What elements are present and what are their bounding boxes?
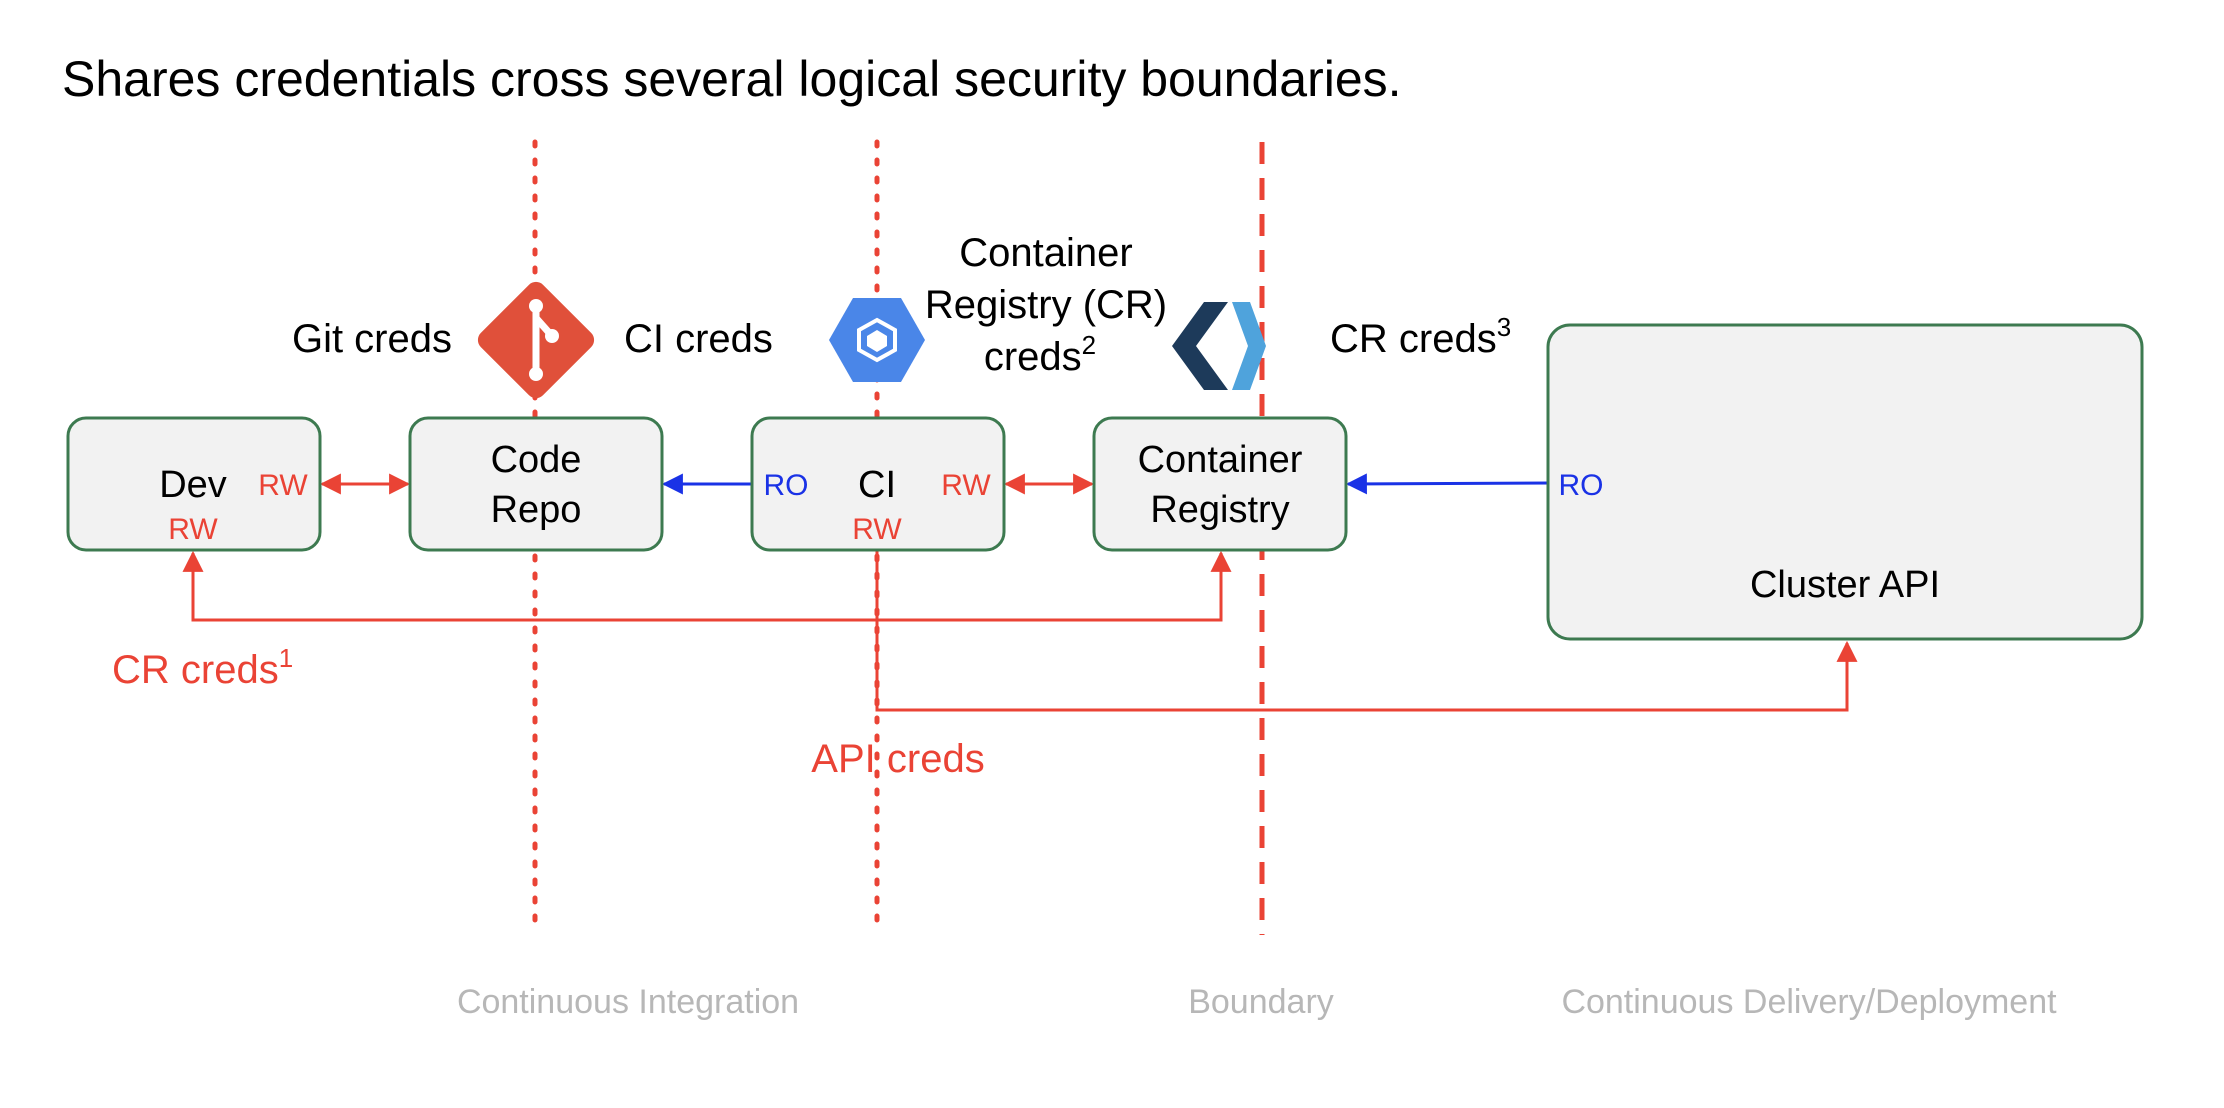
zone-continuous-delivery: Continuous Delivery/Deployment: [1561, 983, 2057, 1021]
api-creds-label: API creds: [811, 737, 984, 781]
ci-node: CI RO RW RW: [750, 416, 1006, 552]
dev-node: Dev RW RW: [66, 416, 322, 552]
ci-label: CI: [858, 464, 896, 506]
code-repo-node: Code Repo: [408, 416, 664, 552]
gcp-cloud-build-icon: [829, 298, 925, 382]
cr-creds-right-label: CR creds3: [1330, 312, 1511, 361]
ci-ro-left: RO: [764, 469, 809, 502]
cr-creds-label-line1: Container: [959, 231, 1132, 275]
cluster-registry-arrow: [1345, 473, 1553, 495]
footnote-3: 3: [1497, 312, 1511, 342]
container-registry-label-line1: Container: [1138, 439, 1303, 481]
ci-rw-right: RW: [941, 469, 991, 502]
cr-creds-label-line2: Registry (CR): [925, 283, 1167, 327]
git-creds-label: Git creds: [292, 317, 452, 361]
dev-registry-cr-creds-path: [182, 550, 1232, 622]
code-repo-label-line1: Code: [491, 439, 582, 481]
harbor-registry-icon: [1172, 302, 1266, 390]
cluster-api-node: RO Cluster API: [1546, 323, 2144, 641]
dev-label: Dev: [159, 464, 227, 506]
ci-creds-label: CI creds: [624, 317, 773, 361]
ci-cluster-api-creds-path: [875, 549, 1858, 712]
dev-rw-right: RW: [258, 469, 308, 502]
zone-boundary: Boundary: [1188, 983, 1334, 1021]
cr-creds-bottom-label: CR creds1: [112, 643, 293, 692]
code-repo-label-line2: Repo: [491, 489, 582, 531]
ci-rw-bottom: RW: [852, 513, 902, 546]
container-registry-label-line2: Registry: [1150, 489, 1289, 531]
cluster-api-ro-left: RO: [1559, 469, 1604, 502]
page-title: Shares credentials cross several logical…: [62, 51, 1402, 107]
cr-creds-label-line3: creds2: [984, 330, 1096, 379]
container-registry-node: Container Registry: [1092, 416, 1348, 552]
footnote-1: 1: [279, 643, 293, 673]
footnote-2: 2: [1082, 330, 1096, 360]
dev-rw-bottom: RW: [168, 513, 218, 546]
cluster-api-label: Cluster API: [1750, 564, 1940, 606]
zone-continuous-integration: Continuous Integration: [457, 983, 799, 1021]
git-logo-icon: [477, 281, 595, 399]
